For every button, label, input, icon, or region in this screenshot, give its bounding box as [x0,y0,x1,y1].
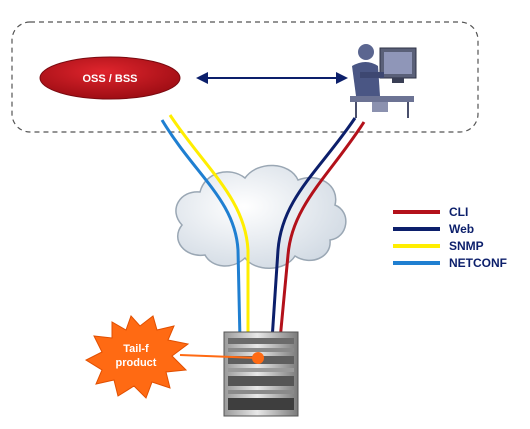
cable-netconf-oss [160,119,242,341]
network-device-rack-icon [223,331,299,417]
legend-label-web: Web [449,222,474,236]
legend-item-cli: CLI [393,205,468,219]
cable-cli-operator [278,121,366,341]
oss-bss-node: OSS / BSS [39,56,181,100]
management-domain-box [11,21,479,133]
product-connector [179,352,264,364]
legend-label-netconf: NETCONF [449,256,507,270]
operator-workstation-icon [350,44,417,118]
legend-label-snmp: SNMP [449,239,484,253]
legend-item-web: Web [393,222,474,236]
badge-line2: product [116,357,157,369]
tail-f-product-badge: Tail-f product [84,315,190,399]
network-cloud-icon [175,164,347,269]
badge-line1: Tail-f [123,343,149,355]
cable-snmp-oss [168,114,250,340]
oss-bss-label: OSS / BSS [82,73,137,85]
legend-item-netconf: NETCONF [393,256,507,270]
legend-item-snmp: SNMP [393,239,484,253]
bidirectional-arrow [196,72,348,84]
legend-label-cli: CLI [449,205,468,219]
protocol-legend: CLI Web SNMP NETCONF [393,205,507,270]
cable-web-operator [270,117,357,341]
